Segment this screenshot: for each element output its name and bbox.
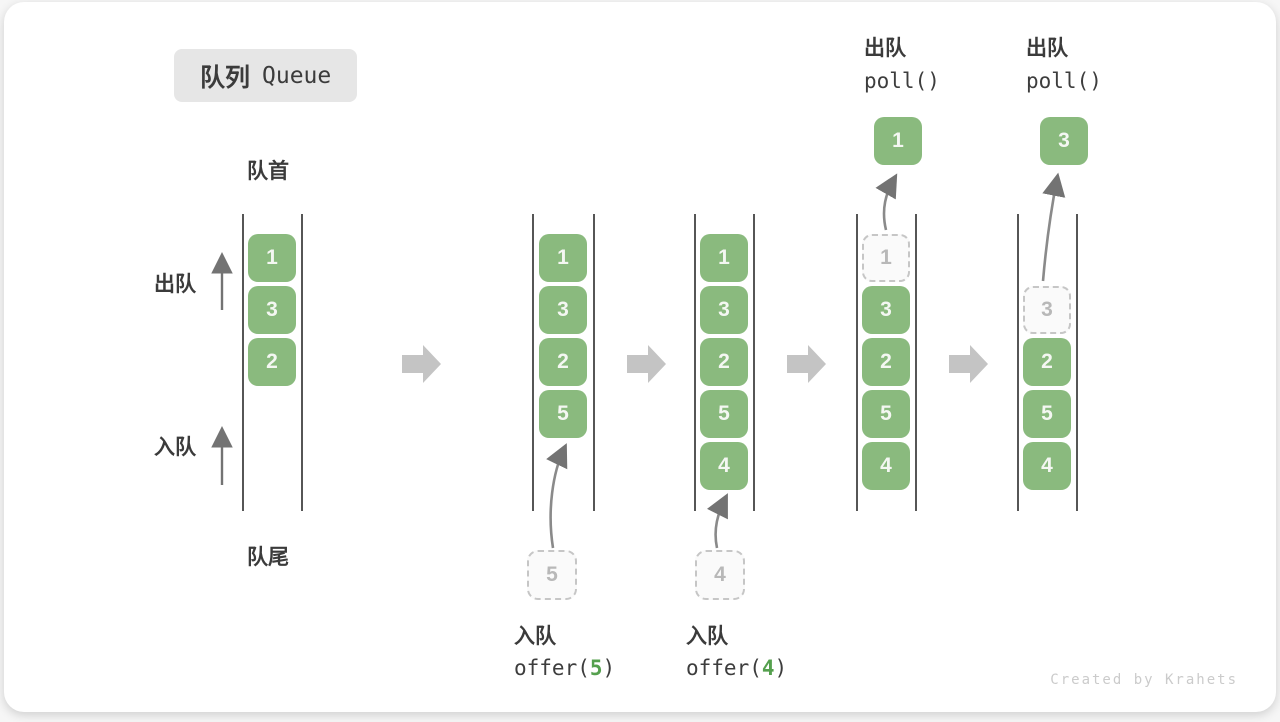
label-queue-rear: 队尾 [247,546,289,569]
poll2-arrow-icon [1041,172,1066,282]
queue4-wall-right [915,214,917,511]
queue-block: 2 [862,338,910,386]
title-zh: 队列 [200,63,251,92]
queue2-wall-left [532,214,534,511]
queue-block: 5 [539,390,587,438]
queue-block: 2 [248,338,296,386]
queue3-wall-left [694,214,696,511]
queue-block: 4 [862,442,910,490]
queue-block: 4 [700,442,748,490]
queue-block: 5 [862,390,910,438]
label-poll2-code: poll() [1026,69,1102,93]
flow-arrow-icon [949,345,988,383]
queue-block: 1 [700,234,748,282]
label-enqueue5-code: offer(5) [514,656,616,680]
label-queue-front: 队首 [247,160,289,183]
queue-block: 3 [248,286,296,334]
diagram-card: 队列 Queue 队首 队尾 出队 入队 出队 poll() 出队 poll()… [4,2,1276,712]
title-en: Queue [262,62,332,89]
queue-block: 4 [1023,442,1071,490]
queue3-wall-right [753,214,755,511]
pending-block-enqueue5: 5 [527,550,577,600]
queue-block: 2 [539,338,587,386]
watermark: Created by Krahets [1050,672,1238,688]
queue-block: 2 [700,338,748,386]
queue-block: 3 [862,286,910,334]
enqueue4-arrow-icon [706,493,728,549]
queue1-wall-right [301,214,303,511]
queue-block: 3 [539,286,587,334]
label-poll2-zh: 出队 [1026,37,1068,60]
removed-block-ghost: 3 [1023,286,1071,334]
queue-block: 3 [700,286,748,334]
flow-arrow-icon [402,345,441,383]
queue-block: 1 [248,234,296,282]
label-enqueue-side: 入队 [154,436,196,459]
queue1-wall-left [242,214,244,511]
diagram-title: 队列 Queue [174,49,358,102]
enqueue4-arg: 4 [761,656,775,680]
flow-arrow-icon [787,345,826,383]
label-enqueue5-zh: 入队 [514,625,556,648]
pending-block-enqueue4: 4 [695,550,745,600]
queue-block: 5 [700,390,748,438]
arrows-overlay [211,172,1066,549]
enqueue5-arrow-icon [546,443,568,549]
extracted-block-poll1: 1 [874,117,922,165]
queue5-wall-right [1076,214,1078,511]
removed-block-ghost: 1 [862,234,910,282]
enqueue5-arg: 5 [589,656,603,680]
queue-block: 2 [1023,338,1071,386]
label-poll1-zh: 出队 [864,37,906,60]
poll1-arrow-icon [875,173,898,231]
queue-block: 5 [1023,390,1071,438]
extracted-block-poll2: 3 [1040,117,1088,165]
queue5-wall-left [1017,214,1019,511]
label-dequeue-side: 出队 [154,273,196,296]
label-enqueue4-zh: 入队 [686,625,728,648]
queue4-wall-left [856,214,858,511]
label-enqueue4-code: offer(4) [686,656,788,680]
flow-arrow-icon [627,345,666,383]
queue-block: 1 [539,234,587,282]
label-poll1-code: poll() [864,69,940,93]
queue2-wall-right [593,214,595,511]
